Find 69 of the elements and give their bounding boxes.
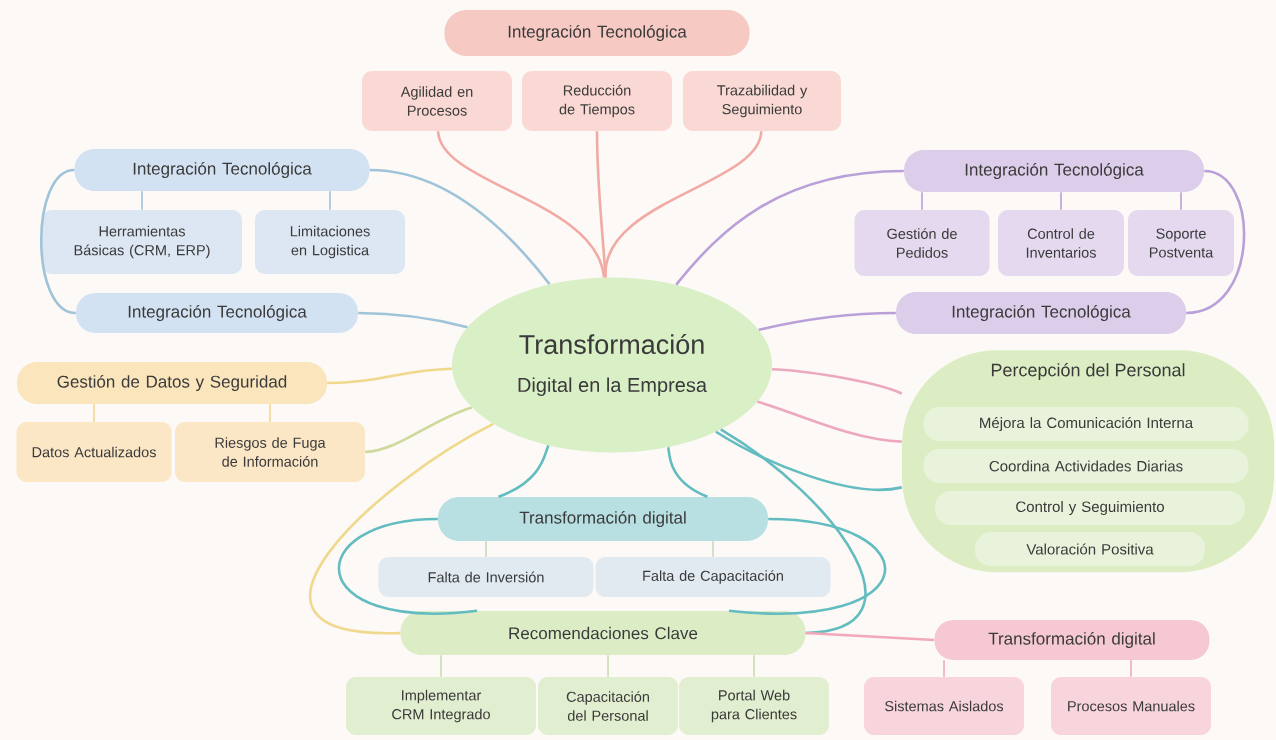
subtopic-box: Datos Actualizados: [16, 422, 172, 482]
connector-line: [327, 367, 453, 385]
connector-line: [436, 130, 606, 278]
subtopic-box: Sistemas Aislados: [864, 677, 1024, 735]
item-box: Control y Seguimiento: [935, 491, 1245, 525]
subtopic-box: Agilidad en Procesos: [362, 71, 512, 131]
connector-line: [607, 654, 609, 678]
node-label: Falta de Inversión: [428, 571, 544, 583]
node-label: Falta de Capacitación: [643, 570, 783, 584]
connector-line: [753, 654, 755, 678]
connector-line: [720, 428, 867, 635]
connector-line: [757, 400, 902, 443]
connector-line: [365, 406, 473, 454]
connector-line: [338, 517, 478, 615]
connector-line: [675, 169, 904, 286]
connector-line: [943, 659, 945, 678]
item-box: Méjora la Comunicación Interna: [923, 407, 1249, 441]
connector-line: [712, 540, 714, 558]
node-label: Portal Web para Clientes: [711, 689, 797, 723]
connector-line: [93, 403, 95, 423]
node-label: Capacitación del Personal: [566, 691, 649, 721]
topic-box: Integración Tecnológica: [74, 149, 370, 191]
connector-line: [1060, 191, 1062, 211]
subtopic-box: Portal Web para Clientes: [679, 677, 829, 735]
subtopic-box: Riesgos de Fuga de Información: [175, 422, 365, 482]
connector-line: [758, 311, 896, 332]
connector-line: [805, 631, 935, 642]
topic-box: Recomendaciones Clave: [400, 611, 806, 655]
connector-line: [666, 446, 708, 498]
topic-box: Transformación digital: [934, 620, 1210, 660]
subtopic-box: Procesos Manuales: [1051, 677, 1211, 735]
connector-line: [498, 445, 550, 498]
topic-box: Gestión de Datos y Seguridad: [17, 362, 327, 404]
topic-box: Transformación digital: [438, 497, 768, 541]
connector-line: [141, 190, 143, 211]
subtopic-box: Gestión de Pedidos: [854, 210, 990, 276]
subtopic-box: Reducción de Tiempos: [522, 71, 672, 131]
topic-box: Integración Tecnológica: [76, 293, 358, 333]
subtopic-box: Trazabilidad y Seguimiento: [683, 71, 841, 131]
connector-line: [358, 311, 468, 329]
connector-line: [771, 367, 903, 395]
subtopic-box: Falta de Capacitación: [595, 557, 831, 597]
subtopic-box: Herramientas Básicas (CRM, ERP): [42, 210, 242, 274]
item-box: Coordina Actividades Diarias: [923, 449, 1249, 483]
subtopic-box: Implementar CRM Integrado: [346, 677, 536, 735]
topic-box: Integración Tecnológica: [444, 10, 750, 56]
subtopic-box: Falta de Inversión: [378, 557, 594, 597]
subtopic-box: Limitaciones en Logistica: [255, 210, 405, 274]
connector-line: [440, 654, 442, 678]
connector-line: [715, 430, 902, 491]
connector-line: [1186, 169, 1246, 315]
node-label: Implementar CRM Integrado: [392, 689, 490, 723]
connector-line: [329, 190, 331, 211]
subtopic-box: Control de Inventarios: [998, 210, 1124, 276]
connector-line: [40, 168, 77, 315]
topic-box: Integración Tecnológica: [904, 150, 1204, 192]
connector-line: [309, 422, 494, 635]
topic-box: Integración Tecnológica: [896, 292, 1186, 334]
connector-line: [369, 168, 551, 286]
connector-line: [1130, 659, 1132, 678]
connector-line: [485, 540, 487, 558]
connector-line: [269, 403, 271, 423]
item-box: Valoración Positiva: [975, 532, 1205, 566]
subtopic-box: Capacitación del Personal: [538, 677, 678, 735]
connector-line: [604, 130, 763, 278]
connector-line: [1180, 191, 1182, 211]
connector-line: [728, 517, 886, 615]
subtopic-box: Soporte Postventa: [1128, 210, 1234, 276]
connector-line: [921, 191, 923, 211]
